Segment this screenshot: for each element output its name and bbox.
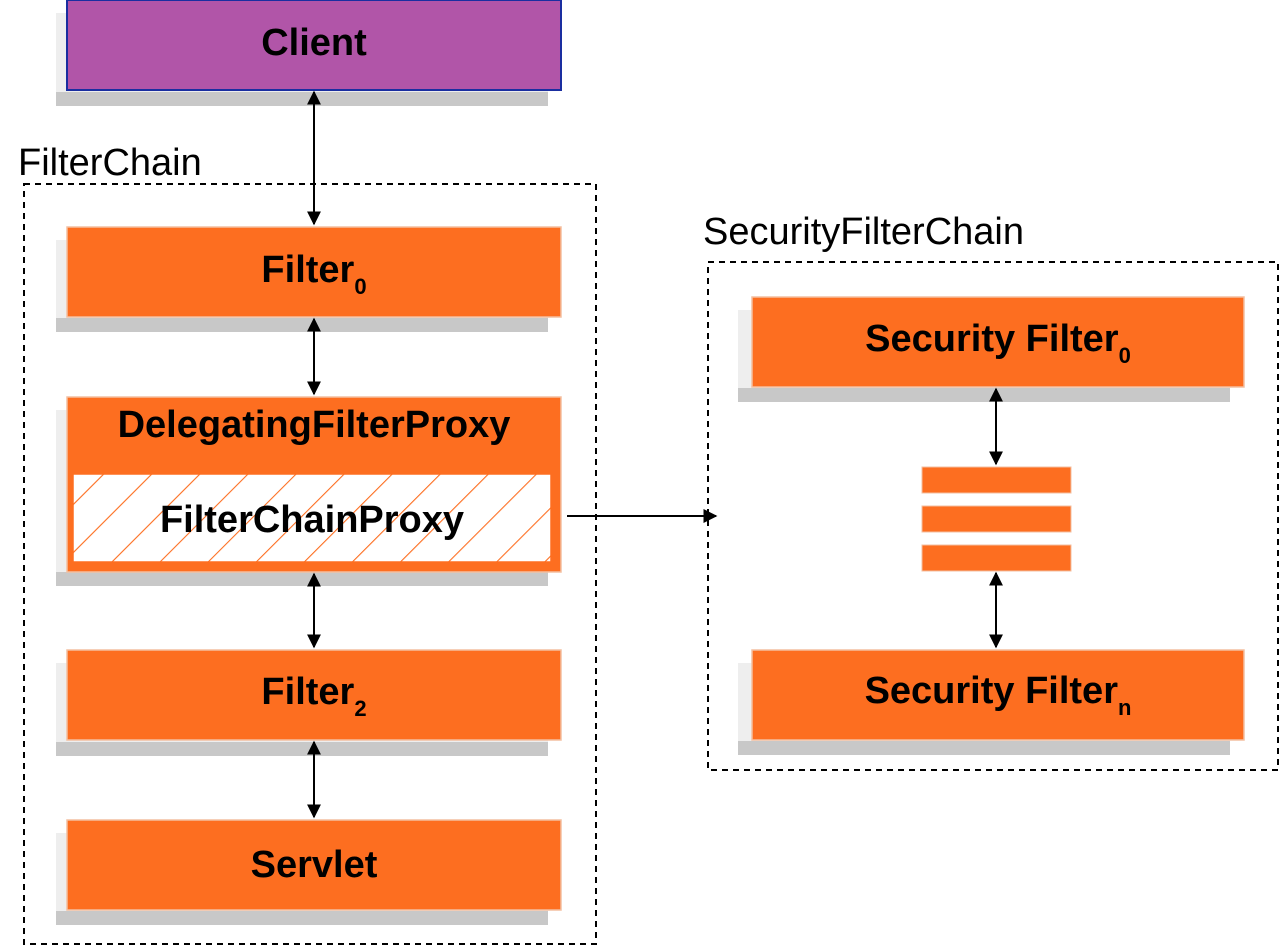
security-filter0-name: Security Filter	[865, 318, 1119, 360]
security-filtern-subscript: n	[1118, 695, 1131, 720]
security-filter-chain-title: SecurityFilterChain	[703, 211, 1024, 253]
filter2-label: Filter2	[261, 671, 366, 721]
filter-chain-proxy-box: FilterChainProxy	[72, 473, 552, 563]
client-label: Client	[261, 22, 367, 64]
delegating-filter-proxy-box: DelegatingFilterProxy FilterChainProxy	[56, 396, 562, 586]
client-box: Client	[56, 0, 562, 106]
security-filter0-label: Security Filter0	[865, 318, 1131, 368]
filter-chain-proxy-label: FilterChainProxy	[160, 499, 464, 541]
intermediate-filters-indicator	[921, 466, 1072, 572]
intermediate-filter-bar	[921, 544, 1072, 572]
security-filter0-box: Security Filter0	[738, 296, 1245, 402]
filter0-subscript: 0	[354, 274, 366, 299]
filter2-subscript: 2	[354, 696, 366, 721]
security-filtern-box: Security Filtern	[738, 649, 1245, 755]
security-filtern-label: Security Filtern	[865, 670, 1132, 720]
security-filter-chain-container: SecurityFilterChain	[703, 211, 1279, 771]
security-filter0-subscript: 0	[1119, 343, 1131, 368]
servlet-label: Servlet	[251, 844, 378, 886]
filter2-box: Filter2	[56, 649, 562, 756]
servlet-box: Servlet	[56, 819, 562, 925]
filter0-label: Filter0	[261, 249, 366, 299]
filter0-name: Filter	[261, 249, 354, 291]
filter-chain-title: FilterChain	[18, 142, 202, 184]
intermediate-filter-bar	[921, 505, 1072, 533]
filter2-name: Filter	[261, 671, 354, 713]
delegating-filter-proxy-label: DelegatingFilterProxy	[118, 404, 511, 446]
intermediate-filter-bar	[921, 466, 1072, 494]
security-filtern-name: Security Filter	[865, 670, 1119, 712]
filter0-box: Filter0	[56, 226, 562, 332]
